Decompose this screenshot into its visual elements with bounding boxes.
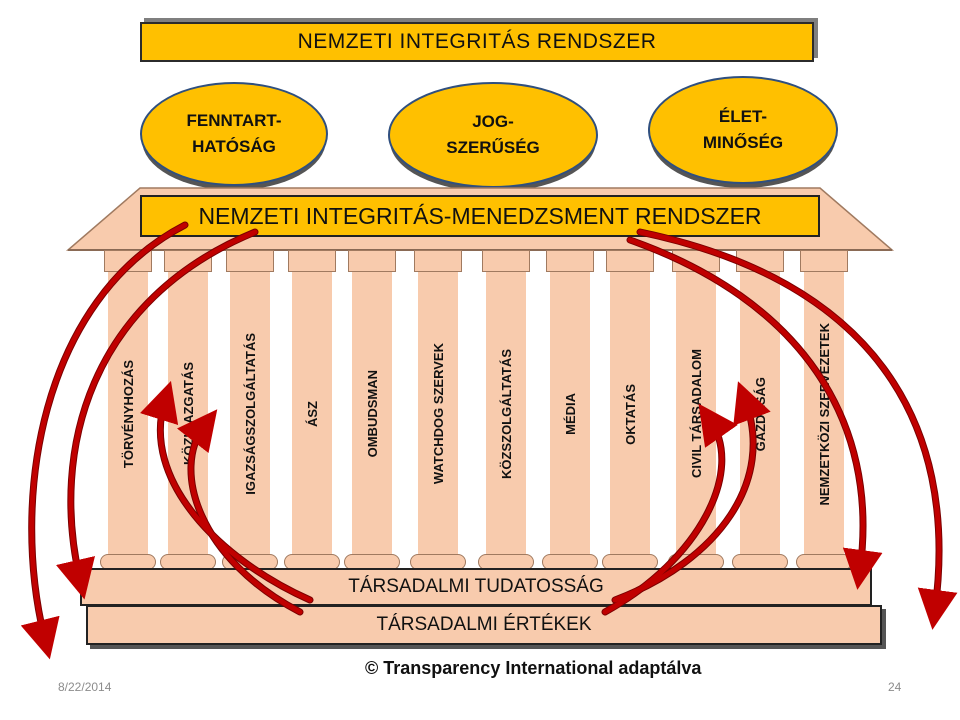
pillar-capital — [226, 250, 274, 272]
pillar: ÁSZ — [292, 272, 332, 556]
oval-legality: JOG- SZERŰSÉG — [388, 82, 598, 188]
pillar-capital — [482, 250, 530, 272]
pillar: OKTATÁS — [610, 272, 650, 556]
pillar: WATCHDOG SZERVEK — [418, 272, 458, 556]
pillar-capital — [348, 250, 396, 272]
oval-sustainability: FENNTART- HATÓSÁG — [140, 82, 328, 186]
pillar: KÖZSZOLGÁLTATÁS — [486, 272, 526, 556]
pillar-capital — [288, 250, 336, 272]
pillar-capital — [800, 250, 848, 272]
slide-number: 24 — [888, 680, 902, 694]
social-values-base: TÁRSADALMI ÉRTÉKEK — [86, 605, 882, 645]
pillar-capital — [546, 250, 594, 272]
pillar: IGAZSÁGSZOLGÁLTATÁS — [230, 272, 270, 556]
social-awareness-base: TÁRSADALMI TUDATOSSÁG — [80, 568, 872, 606]
pillar: MÉDIA — [550, 272, 590, 556]
arrow-bottom-right-1 — [611, 396, 757, 604]
oval-quality-of-life: ÉLET- MINŐSÉG — [648, 76, 838, 184]
system-title: NEMZETI INTEGRITÁS RENDSZER — [140, 22, 814, 62]
copyright-credit: © Transparency International adaptálva — [365, 658, 702, 678]
pillar-capital — [414, 250, 462, 272]
pillar-capital — [606, 250, 654, 272]
slide-date: 8/22/2014 — [58, 680, 112, 694]
pillar: OMBUDSMAN — [352, 272, 392, 556]
